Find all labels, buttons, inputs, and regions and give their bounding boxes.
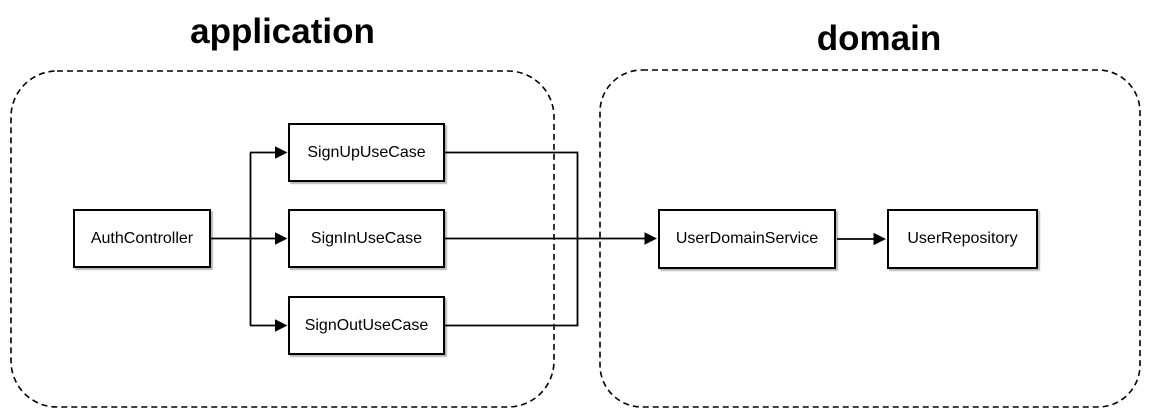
node-signoutusecase: SignOutUseCase: [288, 296, 445, 355]
arrowhead-userdomainservice: [644, 232, 657, 245]
arrowhead-userrepository: [873, 232, 886, 246]
node-signupusecase: SignUpUseCase: [288, 123, 445, 182]
domain-group-title: domain: [816, 19, 942, 58]
node-userrepository: UserRepository: [887, 209, 1038, 269]
arrowhead-signupusecase: [275, 146, 288, 159]
node-signinusecase: SignInUseCase: [288, 209, 445, 268]
node-authcontroller: AuthController: [73, 209, 211, 268]
node-userdomainservice: UserDomainService: [658, 209, 836, 269]
arrowhead-signinusecase: [275, 232, 288, 245]
application-group-title: application: [190, 12, 375, 51]
arrowhead-signoutusecase: [275, 319, 288, 332]
